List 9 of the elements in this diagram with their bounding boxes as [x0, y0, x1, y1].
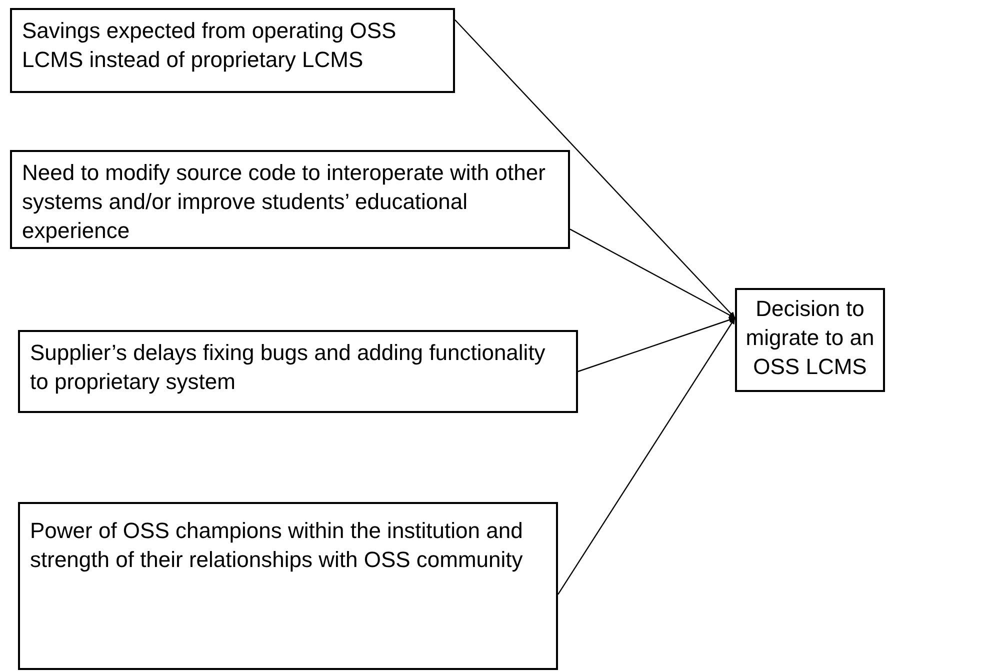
factor-box: Supplier’s delays fixing bugs and adding functionality to proprietary system [18, 330, 578, 413]
factor-box: Need to modify source code to interoperate with other systems and/or improve students’ educational experience [10, 150, 570, 249]
arrow [558, 318, 736, 595]
arrow [570, 228, 736, 319]
decision-box: Decision to migrate to an OSS LCMS [735, 288, 885, 392]
arrow [578, 317, 736, 372]
factor-box: Savings expected from operating OSS LCMS instead of proprietary LCMS [10, 8, 455, 93]
factor-box: Power of OSS champions within the institution and strength of their relationships with OSS community [18, 502, 558, 670]
arrow [454, 19, 736, 318]
